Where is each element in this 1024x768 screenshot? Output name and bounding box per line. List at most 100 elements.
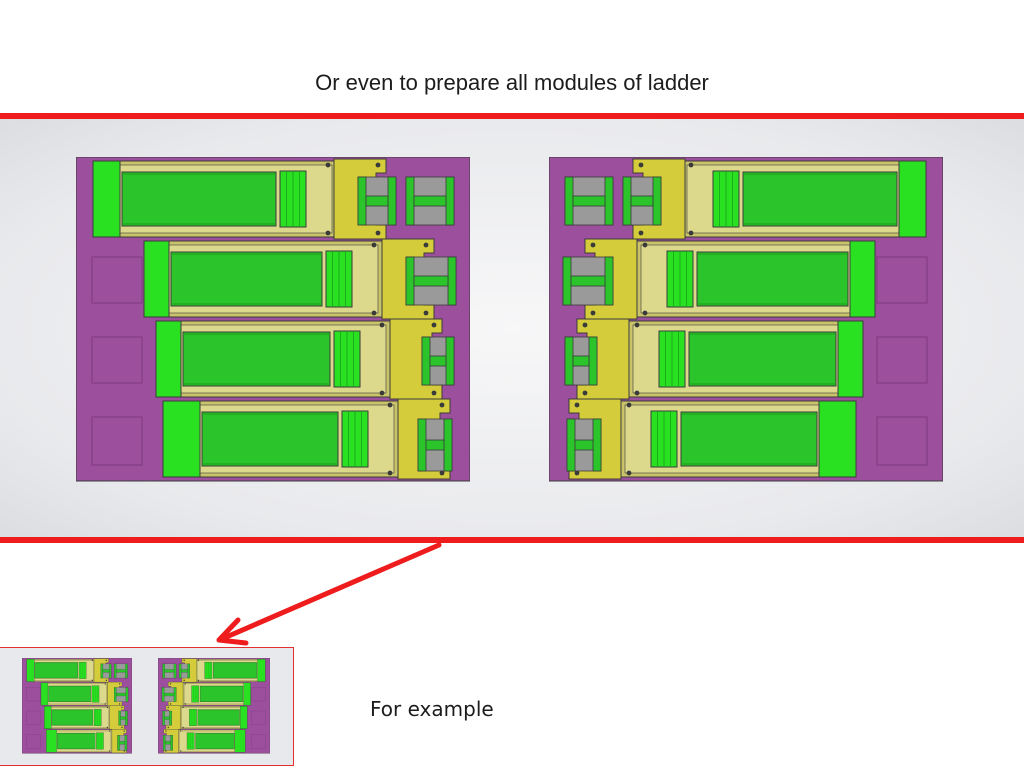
screw-hole [642, 242, 648, 248]
screw-hole [634, 390, 640, 396]
plate-window [91, 256, 143, 304]
silicon-sensor [680, 411, 818, 467]
connector-flange [604, 176, 614, 226]
silicon-sensor [170, 251, 323, 307]
connector-flange [173, 687, 177, 702]
ladder-module [162, 658, 266, 683]
screw-hole [167, 726, 169, 729]
plate-window [26, 734, 41, 749]
end-cap [849, 240, 876, 318]
connector-flange [163, 735, 166, 751]
ladder-module [92, 158, 455, 240]
connector-flange [117, 735, 120, 751]
screw-hole [387, 402, 393, 408]
connector-flange [564, 336, 574, 386]
connector-flange [118, 710, 121, 726]
end-cap [257, 659, 266, 682]
screw-hole [574, 470, 580, 476]
silicon-sensor [57, 732, 96, 750]
connector-flange [125, 663, 128, 679]
connector-flange [170, 735, 173, 751]
ladder-module [44, 705, 128, 730]
screw-hole [119, 683, 121, 685]
silicon-sensor [121, 171, 277, 227]
connector-flange [417, 418, 427, 472]
ladder-module [155, 318, 455, 400]
screw-hole [634, 322, 640, 328]
connector-flange [562, 256, 572, 306]
silicon-sensor [197, 709, 240, 726]
screw-hole [106, 706, 109, 709]
screw-hole [121, 726, 123, 729]
connector-flange [387, 176, 397, 226]
screw-hole [431, 390, 437, 396]
connector-bridge [630, 195, 654, 207]
connector-flange [125, 710, 128, 726]
screw-hole [104, 703, 106, 705]
connector-flange [114, 687, 117, 702]
ladder-module [162, 705, 248, 730]
screw-hole [626, 470, 632, 476]
screw-hole [379, 390, 385, 396]
plate-window [876, 256, 928, 304]
connector-bridge [116, 669, 126, 673]
connector-flange [161, 687, 165, 702]
connector-bridge [570, 275, 606, 287]
screw-hole [638, 162, 644, 168]
ladder-view-right [549, 157, 943, 482]
screw-hole [180, 750, 182, 752]
screw-hole [439, 470, 445, 476]
silicon-sensor [742, 171, 898, 227]
screw-hole [121, 706, 123, 709]
connector-flange [445, 176, 455, 226]
silicon-sensor [201, 411, 339, 467]
connector-flange [588, 336, 598, 386]
connector-flange [405, 176, 415, 226]
screw-hole [169, 703, 172, 705]
screw-hole [423, 310, 429, 316]
silicon-sensor [688, 331, 837, 387]
ladder-module [161, 682, 251, 706]
connector-flange [124, 735, 128, 751]
screw-hole [197, 659, 200, 662]
screw-hole [165, 750, 167, 752]
connector-bridge [102, 669, 110, 673]
screw-hole [387, 470, 393, 476]
end-cap [92, 160, 121, 238]
connector-flange [114, 663, 117, 679]
screw-hole [183, 659, 185, 662]
plate-window [251, 734, 266, 749]
connector-flange [447, 256, 457, 306]
ladder-module [26, 658, 128, 683]
screw-hole [638, 230, 644, 236]
screw-hole [91, 679, 94, 682]
top-red-rule [0, 113, 1024, 119]
end-cap [240, 706, 248, 729]
end-cap [898, 160, 927, 238]
thumbnail-ladder-right [158, 658, 270, 754]
ladder-module [143, 238, 457, 320]
ladder-module [566, 398, 857, 480]
ladder-module [40, 682, 129, 706]
screw-hole [582, 390, 588, 396]
connector-flange [445, 336, 455, 386]
screw-hole [165, 730, 167, 732]
ladder-assembly [22, 658, 132, 754]
ladder-assembly [549, 157, 943, 482]
plate-window [26, 710, 41, 725]
connector-bridge [164, 669, 175, 673]
silicon-sensor [195, 732, 235, 750]
ladder-module [564, 158, 927, 240]
screw-hole [104, 683, 106, 685]
screw-hole [371, 242, 377, 248]
connector-bridge [572, 355, 590, 367]
silicon-sensor [182, 331, 331, 387]
plate-window [26, 687, 41, 702]
connector-flange [564, 176, 574, 226]
screw-hole [325, 162, 331, 168]
screw-hole [642, 310, 648, 316]
end-cap [837, 320, 864, 398]
connector-bridge [365, 195, 389, 207]
end-cap [26, 659, 35, 682]
ladder-assembly [158, 658, 270, 754]
